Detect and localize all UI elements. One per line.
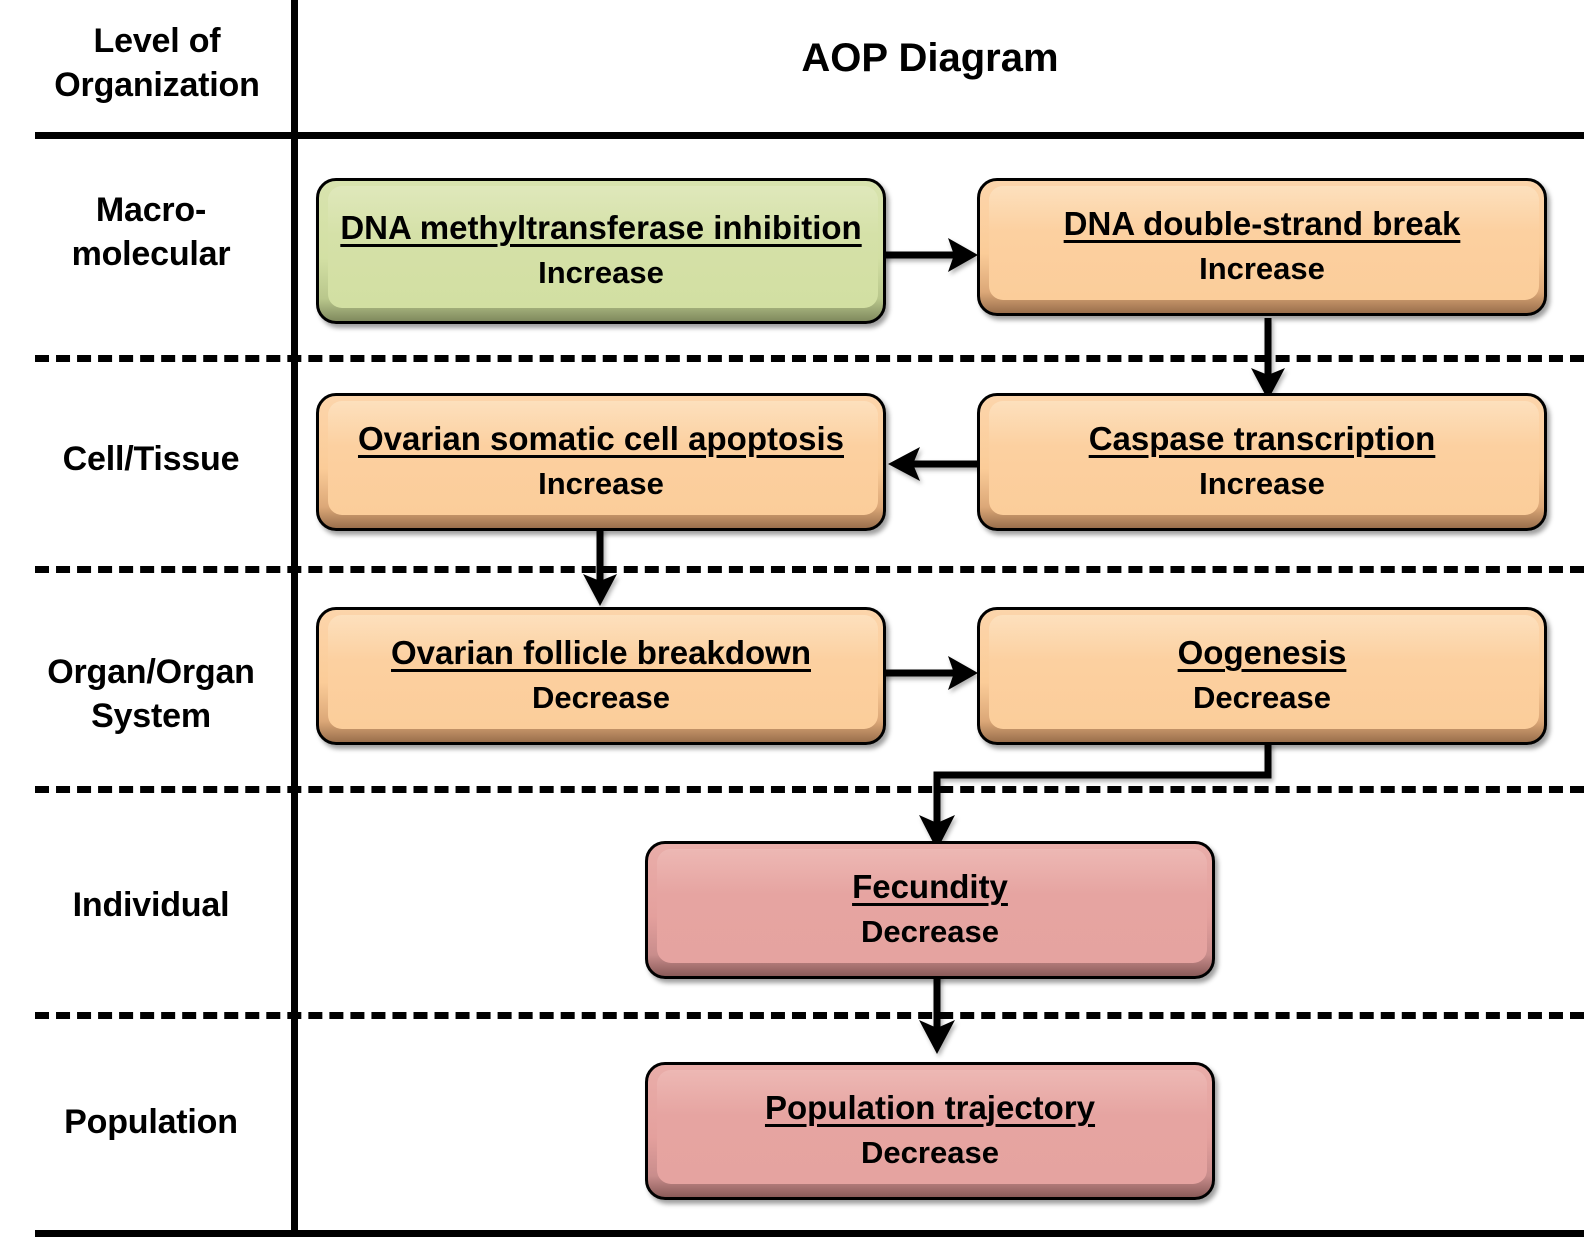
level-label-individual-line1: Individual [72,886,230,924]
diagram-bottom-rule [35,1230,1584,1237]
node-title: Caspase transcription [1088,420,1436,458]
node-fecundity[interactable]: Fecundity Decrease [645,841,1215,979]
level-label-macromolecular-line2: molecular [71,235,231,274]
node-direction: Decrease [532,680,670,716]
node-title: Ovarian follicle breakdown [391,634,811,672]
node-direction: Increase [1199,466,1325,502]
header-bottom-rule [35,132,1584,139]
node-ovarian-follicle-breakdown[interactable]: Ovarian follicle breakdown Decrease [316,607,886,745]
edge-caspase-to-apoptosis [880,434,990,494]
level-header-line1: Level of [93,22,221,60]
edge-follicle-breakdown-to-oogenesis [880,646,990,706]
level-label-organ-system-line1: Organ/Organ [47,653,255,691]
node-title: Fecundity [852,868,1008,906]
level-separator-individual-population [35,1012,1584,1019]
level-separator-cell-organ [35,566,1584,573]
node-oogenesis[interactable]: Oogenesis Decrease [977,607,1547,745]
node-dna-methyltransferase-inhibition[interactable]: DNA methyltransferase inhibition Increas… [316,178,886,324]
level-label-organ-system: Organ/Organ System [22,650,280,738]
node-title: DNA methyltransferase inhibition [340,209,862,247]
level-of-organization-header: Level of Organization [28,20,286,107]
level-label-cell-tissue: Cell/Tissue [22,437,280,481]
node-direction: Increase [538,255,664,291]
node-dna-double-strand-break[interactable]: DNA double-strand break Increase [977,178,1547,316]
node-title: Population trajectory [764,1089,1096,1127]
level-separator-macromolecular-cell [35,355,1584,362]
level-column-divider [291,0,298,1237]
level-label-population: Population [22,1100,280,1144]
level-label-cell-tissue-line1: Cell/Tissue [62,440,240,478]
node-title: Oogenesis [1177,634,1347,672]
level-label-macromolecular-line1: Macro- [95,191,207,229]
level-label-organ-system-line2: System [91,697,211,736]
node-population-trajectory[interactable]: Population trajectory Decrease [645,1062,1215,1200]
node-direction: Increase [1199,251,1325,287]
node-direction: Decrease [861,914,999,950]
node-direction: Decrease [1193,680,1331,716]
edge-methyltransferase-to-dsb [880,228,990,288]
node-direction: Increase [538,466,664,502]
level-label-individual: Individual [22,883,280,927]
level-label-population-line1: Population [64,1103,238,1141]
edge-oogenesis-to-fecundity [900,742,1320,862]
node-caspase-transcription[interactable]: Caspase transcription Increase [977,393,1547,531]
edge-apoptosis-to-follicle-breakdown [572,528,632,618]
edge-dsb-to-caspase [1240,318,1300,408]
level-label-macromolecular: Macro- molecular [22,188,280,276]
node-title: Ovarian somatic cell apoptosis [357,420,844,458]
node-title: DNA double-strand break [1063,205,1461,243]
diagram-title: AOP Diagram [801,36,1059,80]
node-direction: Decrease [861,1135,999,1171]
node-ovarian-somatic-cell-apoptosis[interactable]: Ovarian somatic cell apoptosis Increase [316,393,886,531]
level-separator-organ-individual [35,786,1584,793]
level-header-line2: Organization [54,65,260,104]
